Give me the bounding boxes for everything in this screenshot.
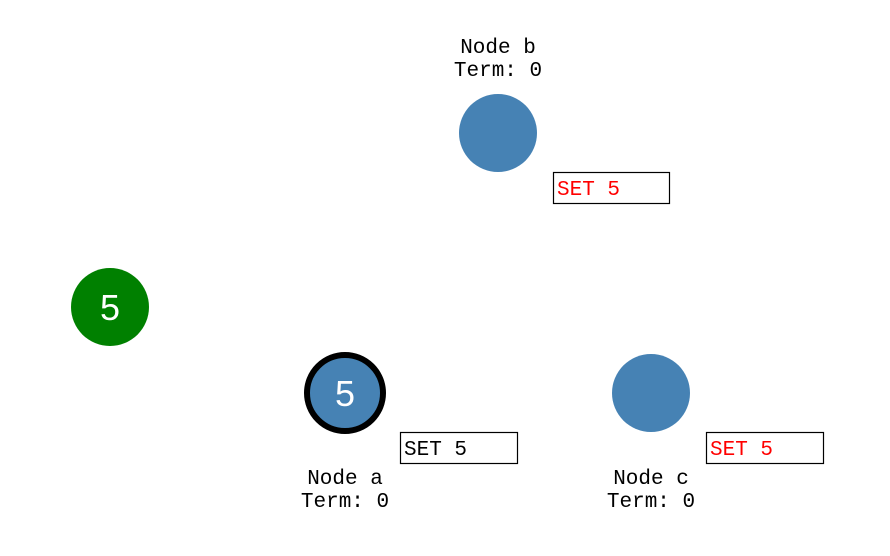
client[interactable]: 5 <box>71 268 149 346</box>
node-a-value: 5 <box>335 373 355 414</box>
node-c-name: Node c <box>613 468 689 491</box>
node-a-log-box <box>399 431 519 465</box>
node-b-term: Term: 0 <box>454 60 542 83</box>
node-c-circle[interactable] <box>612 354 690 432</box>
node-c-log-box <box>705 431 825 465</box>
node-b-log-box <box>552 171 671 205</box>
node-a-term: Term: 0 <box>301 491 389 514</box>
node-a-log: SET 5 <box>399 431 519 465</box>
node-b-log-entry: SET 5 <box>557 179 620 202</box>
node-a[interactable]: 5 SET 5 Node a Term: 0 <box>301 352 519 514</box>
node-c[interactable]: SET 5 Node c Term: 0 <box>607 354 825 514</box>
client-value: 5 <box>100 287 120 328</box>
node-a-log-entry: SET 5 <box>404 439 467 462</box>
node-b[interactable]: Node b Term: 0 SET 5 <box>454 37 671 205</box>
node-b-name: Node b <box>460 37 536 60</box>
node-c-term: Term: 0 <box>607 491 695 514</box>
node-b-circle[interactable] <box>459 94 537 172</box>
node-c-log-entry: SET 5 <box>710 439 773 462</box>
node-b-log: SET 5 <box>552 171 671 205</box>
node-c-log: SET 5 <box>705 431 825 465</box>
client-circle[interactable] <box>71 268 149 346</box>
node-a-circle[interactable] <box>304 352 386 434</box>
node-a-name: Node a <box>307 468 383 491</box>
